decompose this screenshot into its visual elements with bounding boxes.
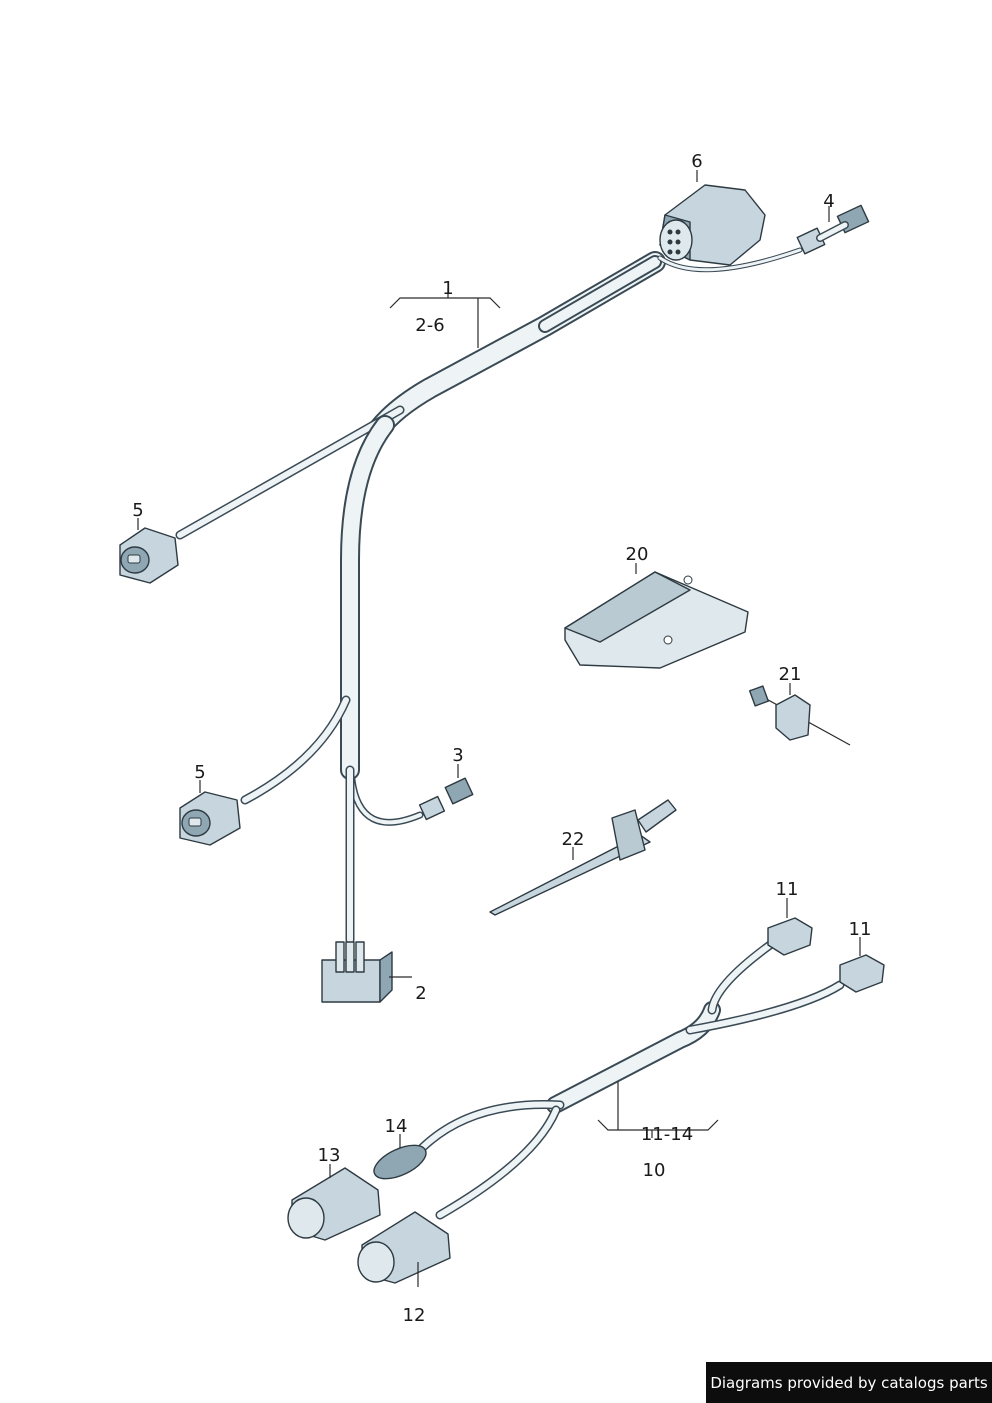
connector-3	[418, 777, 474, 821]
clip-21	[748, 685, 851, 746]
grommet-14	[373, 1144, 427, 1180]
label-1-range: 2-6	[415, 315, 444, 336]
label-5-bottom: 5	[194, 762, 205, 783]
credit-banner: Diagrams provided by catalogs parts	[706, 1362, 992, 1403]
label-1: 1	[442, 278, 453, 299]
label-2: 2	[415, 983, 426, 1004]
label-22: 22	[562, 829, 585, 850]
label-11-a: 11	[776, 879, 799, 900]
label-11-b: 11	[849, 919, 872, 940]
callout-labels: 1 2-6 6 4 5 5 3 2 20 21 22 11 11 11-14 1…	[132, 151, 871, 1326]
label-12: 12	[403, 1305, 426, 1326]
harness-1	[175, 247, 803, 945]
connector-5-bottom	[179, 791, 241, 846]
label-20: 20	[626, 544, 649, 565]
connector-11-b	[839, 954, 885, 993]
connector-6	[659, 184, 766, 266]
label-10-range: 11-14	[641, 1124, 693, 1145]
bracket-20	[564, 571, 749, 669]
connector-12	[357, 1211, 451, 1284]
label-14: 14	[385, 1116, 408, 1137]
connector-5-top	[119, 527, 179, 584]
label-13: 13	[318, 1145, 341, 1166]
cable-tie-22	[489, 799, 677, 916]
label-4: 4	[823, 191, 834, 212]
harness-10	[415, 940, 845, 1220]
label-5-top: 5	[132, 500, 143, 521]
connector-11-a	[767, 917, 813, 956]
label-10: 10	[643, 1160, 666, 1181]
label-21: 21	[779, 664, 802, 685]
connector-13	[287, 1167, 381, 1241]
leader-lines	[137, 170, 861, 1287]
connector-2	[321, 941, 393, 1003]
label-3: 3	[452, 745, 463, 766]
connector-4	[796, 204, 870, 255]
label-6: 6	[691, 151, 702, 172]
